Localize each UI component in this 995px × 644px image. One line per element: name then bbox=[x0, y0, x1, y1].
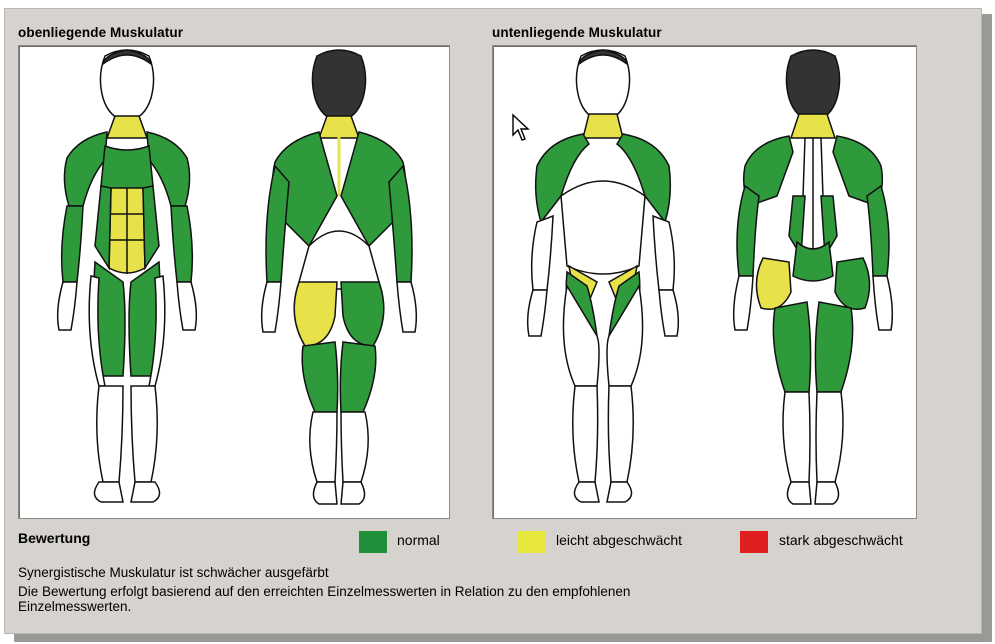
legend-label-weak: leicht abgeschwächt bbox=[556, 532, 682, 548]
legend-label-strongly-weak: stark abgeschwächt bbox=[779, 532, 903, 548]
legend-swatch-strongly-weak bbox=[740, 531, 768, 553]
section-title-upper: obenliegende Muskulatur bbox=[18, 25, 183, 40]
section-title-lower: untenliegende Muskulatur bbox=[492, 25, 662, 40]
front-body-figure bbox=[58, 50, 197, 502]
back-body-figure bbox=[262, 50, 417, 504]
note-assessment-basis-cont: Einzelmesswerten. bbox=[18, 599, 131, 615]
back-deep-body-figure bbox=[734, 50, 893, 504]
legend-title: Bewertung bbox=[18, 530, 90, 546]
lower-muscles-figures bbox=[493, 46, 916, 518]
front-deep-body-figure bbox=[528, 50, 679, 502]
mouse-cursor-icon bbox=[511, 113, 533, 143]
muscle-assessment-panel: obenliegende Muskulatur untenliegende Mu… bbox=[4, 8, 982, 634]
legend-label-normal: normal bbox=[397, 532, 440, 548]
legend-swatch-normal bbox=[359, 531, 387, 553]
upper-muscles-view[interactable] bbox=[18, 45, 450, 519]
lower-muscles-view[interactable] bbox=[492, 45, 917, 519]
note-synergistic: Synergistische Muskulatur ist schwächer … bbox=[18, 565, 329, 581]
note-assessment-basis: Die Bewertung erfolgt basierend auf den … bbox=[18, 584, 630, 600]
legend-swatch-weak bbox=[517, 531, 545, 553]
upper-muscles-figures bbox=[19, 46, 449, 518]
